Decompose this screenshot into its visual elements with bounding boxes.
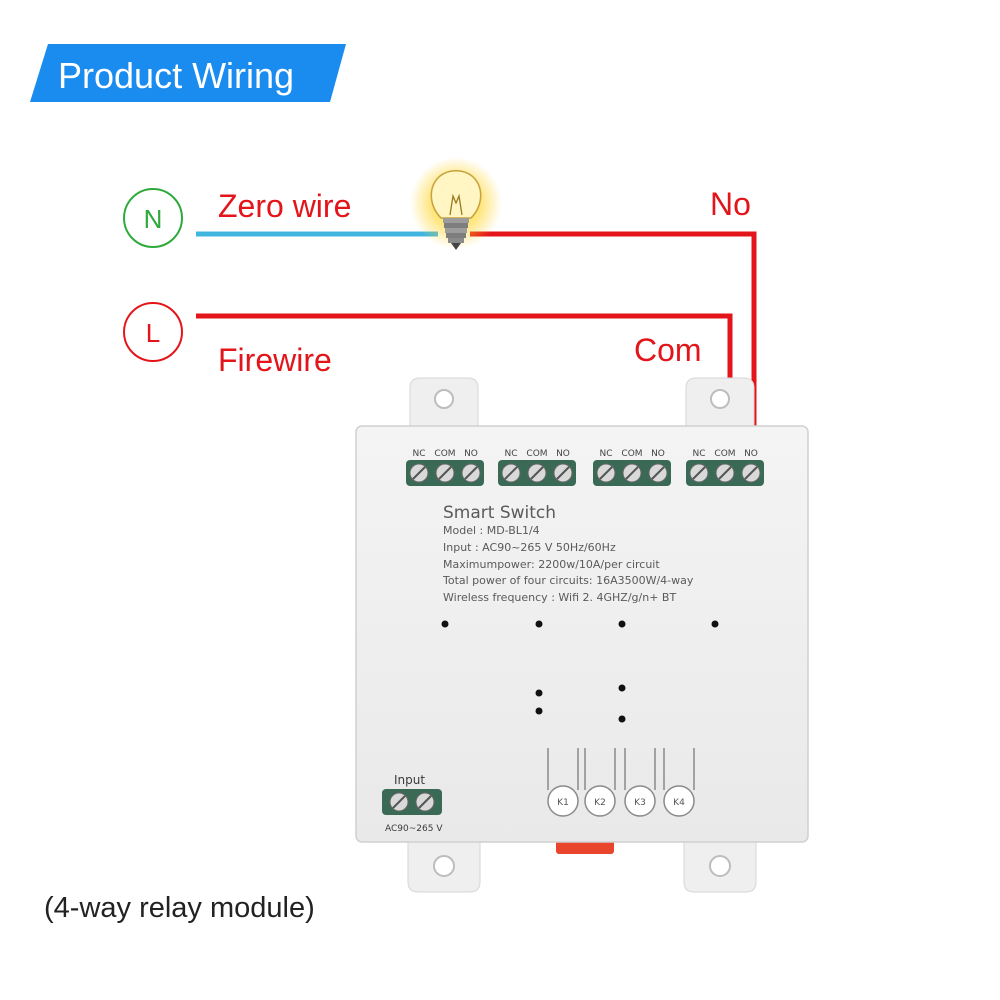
terminal-label-com: COM <box>714 449 735 459</box>
no-wire-label: No <box>710 186 751 222</box>
mount-hole <box>709 855 731 877</box>
output-terminals: NC COM NO NC COM NO NC COM NO NC COM NO <box>406 449 764 486</box>
input-voltage: AC90~265 V <box>385 824 443 834</box>
terminal-label-com: COM <box>434 449 455 459</box>
spec-line: Maximumpower: 2200w/10A/per circuit <box>443 558 660 571</box>
terminal-screw-icon[interactable] <box>741 463 761 483</box>
indicator-led <box>618 620 626 628</box>
terminal-screw-icon <box>389 792 409 812</box>
terminal-label-com: COM <box>621 449 642 459</box>
terminal-label-no: NO <box>744 449 758 459</box>
terminal-block-3: NC COM NO <box>593 449 671 486</box>
terminal-label-nc: NC <box>599 449 612 459</box>
key-k1[interactable]: K1 <box>547 748 579 817</box>
relay-module: NC COM NO NC COM NO NC COM NO NC COM NO Smart Switc… <box>355 377 809 893</box>
spec-line: Model : MD-BL1/4 <box>443 524 540 537</box>
mount-hole <box>710 389 730 409</box>
key-button[interactable] <box>584 785 616 817</box>
terminal-screw-icon <box>415 792 435 812</box>
terminal-block-2: NC COM NO <box>498 449 576 486</box>
indicator-led <box>441 620 449 628</box>
fire-wire-label: Firewire <box>218 342 332 378</box>
light-bulb-icon <box>410 157 502 250</box>
neutral-node-letter: N <box>144 204 163 234</box>
indicator-led <box>535 620 543 628</box>
key-button[interactable] <box>663 785 695 817</box>
terminal-label-nc: NC <box>412 449 425 459</box>
indicator-led <box>618 684 626 692</box>
key-label: K4 <box>673 798 685 808</box>
terminal-screw-icon[interactable] <box>461 463 481 483</box>
banner-title: Product Wiring <box>58 55 294 96</box>
indicator-led <box>535 689 543 697</box>
banner-background <box>30 44 346 102</box>
key-k4[interactable]: K4 <box>663 748 695 817</box>
neutral-node: N <box>123 188 183 248</box>
indicator-led <box>618 715 626 723</box>
key-button[interactable] <box>624 785 656 817</box>
terminal-label-no: NO <box>464 449 478 459</box>
terminal-screw-icon[interactable] <box>715 463 735 483</box>
relay-keys: K1 K2 K3 K4 <box>547 748 695 817</box>
live-node-letter: L <box>146 318 160 348</box>
key-button[interactable] <box>547 785 579 817</box>
key-label: K2 <box>594 798 606 808</box>
terminal-screw-icon[interactable] <box>435 463 455 483</box>
spec-line: Input : AC90~265 V 50Hz/60Hz <box>443 541 616 554</box>
mount-hole <box>433 855 455 877</box>
indicator-led <box>535 707 543 715</box>
module-body <box>355 425 809 843</box>
terminal-label-no: NO <box>651 449 665 459</box>
banner: Product Wiring <box>30 44 346 102</box>
zero-wire-label: Zero wire <box>218 188 351 224</box>
com-wire-label: Com <box>634 332 702 368</box>
live-node-circle <box>123 302 183 362</box>
terminal-label-no: NO <box>556 449 570 459</box>
key-k2[interactable]: K2 <box>584 748 616 817</box>
terminal-block-4: NC COM NO <box>686 449 764 486</box>
input-label: Input <box>394 773 425 787</box>
terminal-screw-icon[interactable] <box>527 463 547 483</box>
terminal-screw-icon[interactable] <box>689 463 709 483</box>
terminal-label-nc: NC <box>692 449 705 459</box>
terminal-screw-icon[interactable] <box>409 463 429 483</box>
input-terminal <box>382 789 442 815</box>
device-name: Smart Switch <box>443 503 556 523</box>
terminal-screw-icon[interactable] <box>501 463 521 483</box>
terminal-screw-icon[interactable] <box>648 463 668 483</box>
terminal-screw-icon[interactable] <box>622 463 642 483</box>
key-label: K3 <box>634 798 646 808</box>
spec-line: Total power of four circuits: 16A3500W/4… <box>442 574 694 587</box>
terminal-screw-icon[interactable] <box>553 463 573 483</box>
indicator-leds <box>441 620 719 723</box>
terminal-label-nc: NC <box>504 449 517 459</box>
neutral-node-circle <box>123 188 183 248</box>
terminal-screw-icon[interactable] <box>596 463 616 483</box>
caption: (4-way relay module) <box>44 892 315 924</box>
terminal-block-1: NC COM NO <box>406 449 484 486</box>
terminal-label-com: COM <box>526 449 547 459</box>
indicator-led <box>711 620 719 628</box>
spec-line: Wireless frequency : Wifi 2. 4GHZ/g/n+ B… <box>443 591 676 604</box>
key-label: K1 <box>557 798 569 808</box>
live-node: L <box>123 302 183 362</box>
key-k3[interactable]: K3 <box>624 748 656 817</box>
mount-hole <box>434 389 454 409</box>
